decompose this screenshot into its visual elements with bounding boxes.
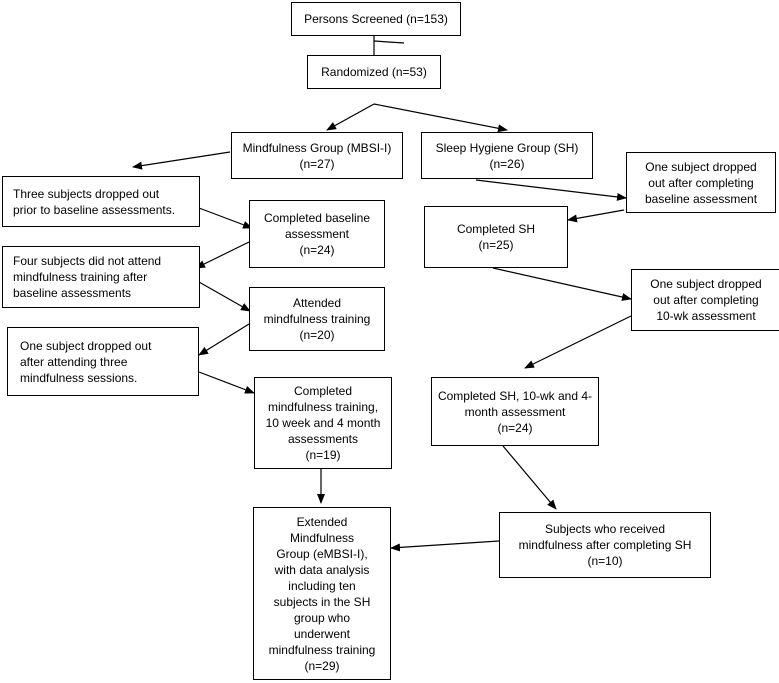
box-text-line: Persons Screened (n=153) [304,12,448,26]
arrow-to-sleep-hygiene-group [373,103,508,133]
box-text-line: Randomized (n=53) [321,65,427,79]
connector-screened-tick [373,40,405,44]
box-text-line: Four subjects did not attend [13,254,162,268]
arrow-completed-sh-to-one-dropped [492,267,632,301]
box-text-line: One subject dropped out [20,338,152,353]
box-text-line: subjects in the SH [273,594,371,609]
box-one-dropped-after-10wk: One subject dropped out after completing… [631,269,779,331]
box-received-mindfulness-after-sh: Subjects who received mindfulness after … [499,512,711,578]
box-text-line: mindfulness training after [13,270,148,284]
box-text-line: Attended [292,296,342,310]
arrow-received-to-extended [390,540,500,552]
box-four-subjects-no-training: Four subjects did not attend mindfulness… [2,246,200,308]
box-text-line: (n=24) [497,420,533,435]
arrow-attended-to-one-dropped [198,323,250,356]
box-text-line: month assessment [464,404,566,419]
box-text-line: Three subjects dropped out [13,186,160,201]
box-completed-baseline: Completed baseline assessment (n=24) [249,200,385,268]
box-text-line: (n=26) [489,156,525,171]
box-text-line: 10-wk assessment [656,309,756,323]
box-completed-sh: Completed SH (n=25) [424,206,568,268]
arrow-one-dropped-to-completed-sh-10wk [524,315,632,369]
box-text-line: assessment [284,227,350,241]
box-text-line: mindfulness training [263,312,371,326]
box-text-line: mindfulness after completing SH [518,538,692,552]
box-text-line: prior to baseline assessments. [13,202,176,217]
box-three-subjects-dropped: Three subjects dropped out prior to base… [2,176,200,227]
box-text-line: Completed [293,384,353,398]
box-text-line: assessments [287,432,359,446]
box-text-line: One subject dropped [650,277,762,291]
box-persons-screened: Persons Screened (n=153) [291,2,461,36]
box-sleep-hygiene-group: Sleep Hygiene Group (SH) (n=26) [421,132,593,179]
box-text-line: baseline assessments [13,286,132,300]
arrow-to-mindfulness-group [326,103,375,131]
box-text-line: after attending three [20,354,128,369]
box-text-line: Sleep Hygiene Group (SH) [435,140,579,155]
box-attended-training: Attended mindfulness training (n=20) [249,287,385,351]
box-extended-mindfulness-group: Extended Mindfulness Group (eMBSI-I), wi… [253,507,391,680]
box-text-line: Mindfulness Group (MBSI-I) [242,140,392,155]
box-text-line: mindfulness sessions. [20,370,138,385]
box-text-line: Extended [296,514,348,529]
box-text-line: underwent [293,626,351,641]
box-text-line: Completed SH [456,222,536,236]
arrow-three-dropped-to-baseline [198,207,253,229]
arrow-to-left-offscreen [132,151,231,170]
box-text-line: (n=19) [305,448,341,462]
box-text-line: (n=24) [299,243,335,257]
box-text-line: group who [293,610,351,625]
arrow-four-no-training-to-attended [198,281,251,312]
box-text-line: with data analysis [274,562,370,577]
box-text-line: Completed baseline [263,211,371,225]
box-text-line: mindfulness training, [267,400,379,414]
box-completed-sh-10wk-4month: Completed SH, 10-wk and 4- month assessm… [431,377,599,446]
box-text-line: One subject dropped [645,159,757,174]
box-text-line: Group (eMBSI-I), [276,546,368,561]
box-text-line: (n=27) [299,156,335,171]
box-text-line: 10 week and 4 month [265,416,381,430]
box-randomized: Randomized (n=53) [307,55,441,89]
box-text-line: out after completing [648,175,754,190]
box-text-line: (n=25) [478,238,514,252]
box-text-line: (n=29) [304,658,340,673]
arrow-one-dropped-to-completed-sh [567,209,625,223]
box-text-line: Completed SH, 10-wk and 4- [437,388,593,403]
box-text-line: Subjects who received [544,522,666,536]
box-mindfulness-group: Mindfulness Group (MBSI-I) (n=27) [231,132,403,179]
box-text-line: Mindfulness [289,530,355,545]
box-text-line: including ten [288,578,356,593]
arrow-one-dropped-to-completed [198,371,255,394]
box-text-line: (n=20) [299,328,335,342]
arrow-completed-sh-10wk-to-received [502,445,557,510]
box-one-dropped-after-baseline: One subject dropped out after completing… [626,152,776,213]
box-text-line: mindfulness training [268,642,376,657]
box-text-line: baseline assessment [644,191,758,206]
box-completed-mindfulness-training: Completed mindfulness training, 10 week … [254,377,392,469]
box-text-line: out after completing [653,293,759,307]
box-one-dropped-three-sessions: One subject dropped out after attending … [7,327,199,396]
arrow-sh-group-to-one-dropped [475,179,627,201]
box-text-line: (n=10) [587,554,623,568]
arrow-baseline-to-four-no-training [195,241,250,269]
